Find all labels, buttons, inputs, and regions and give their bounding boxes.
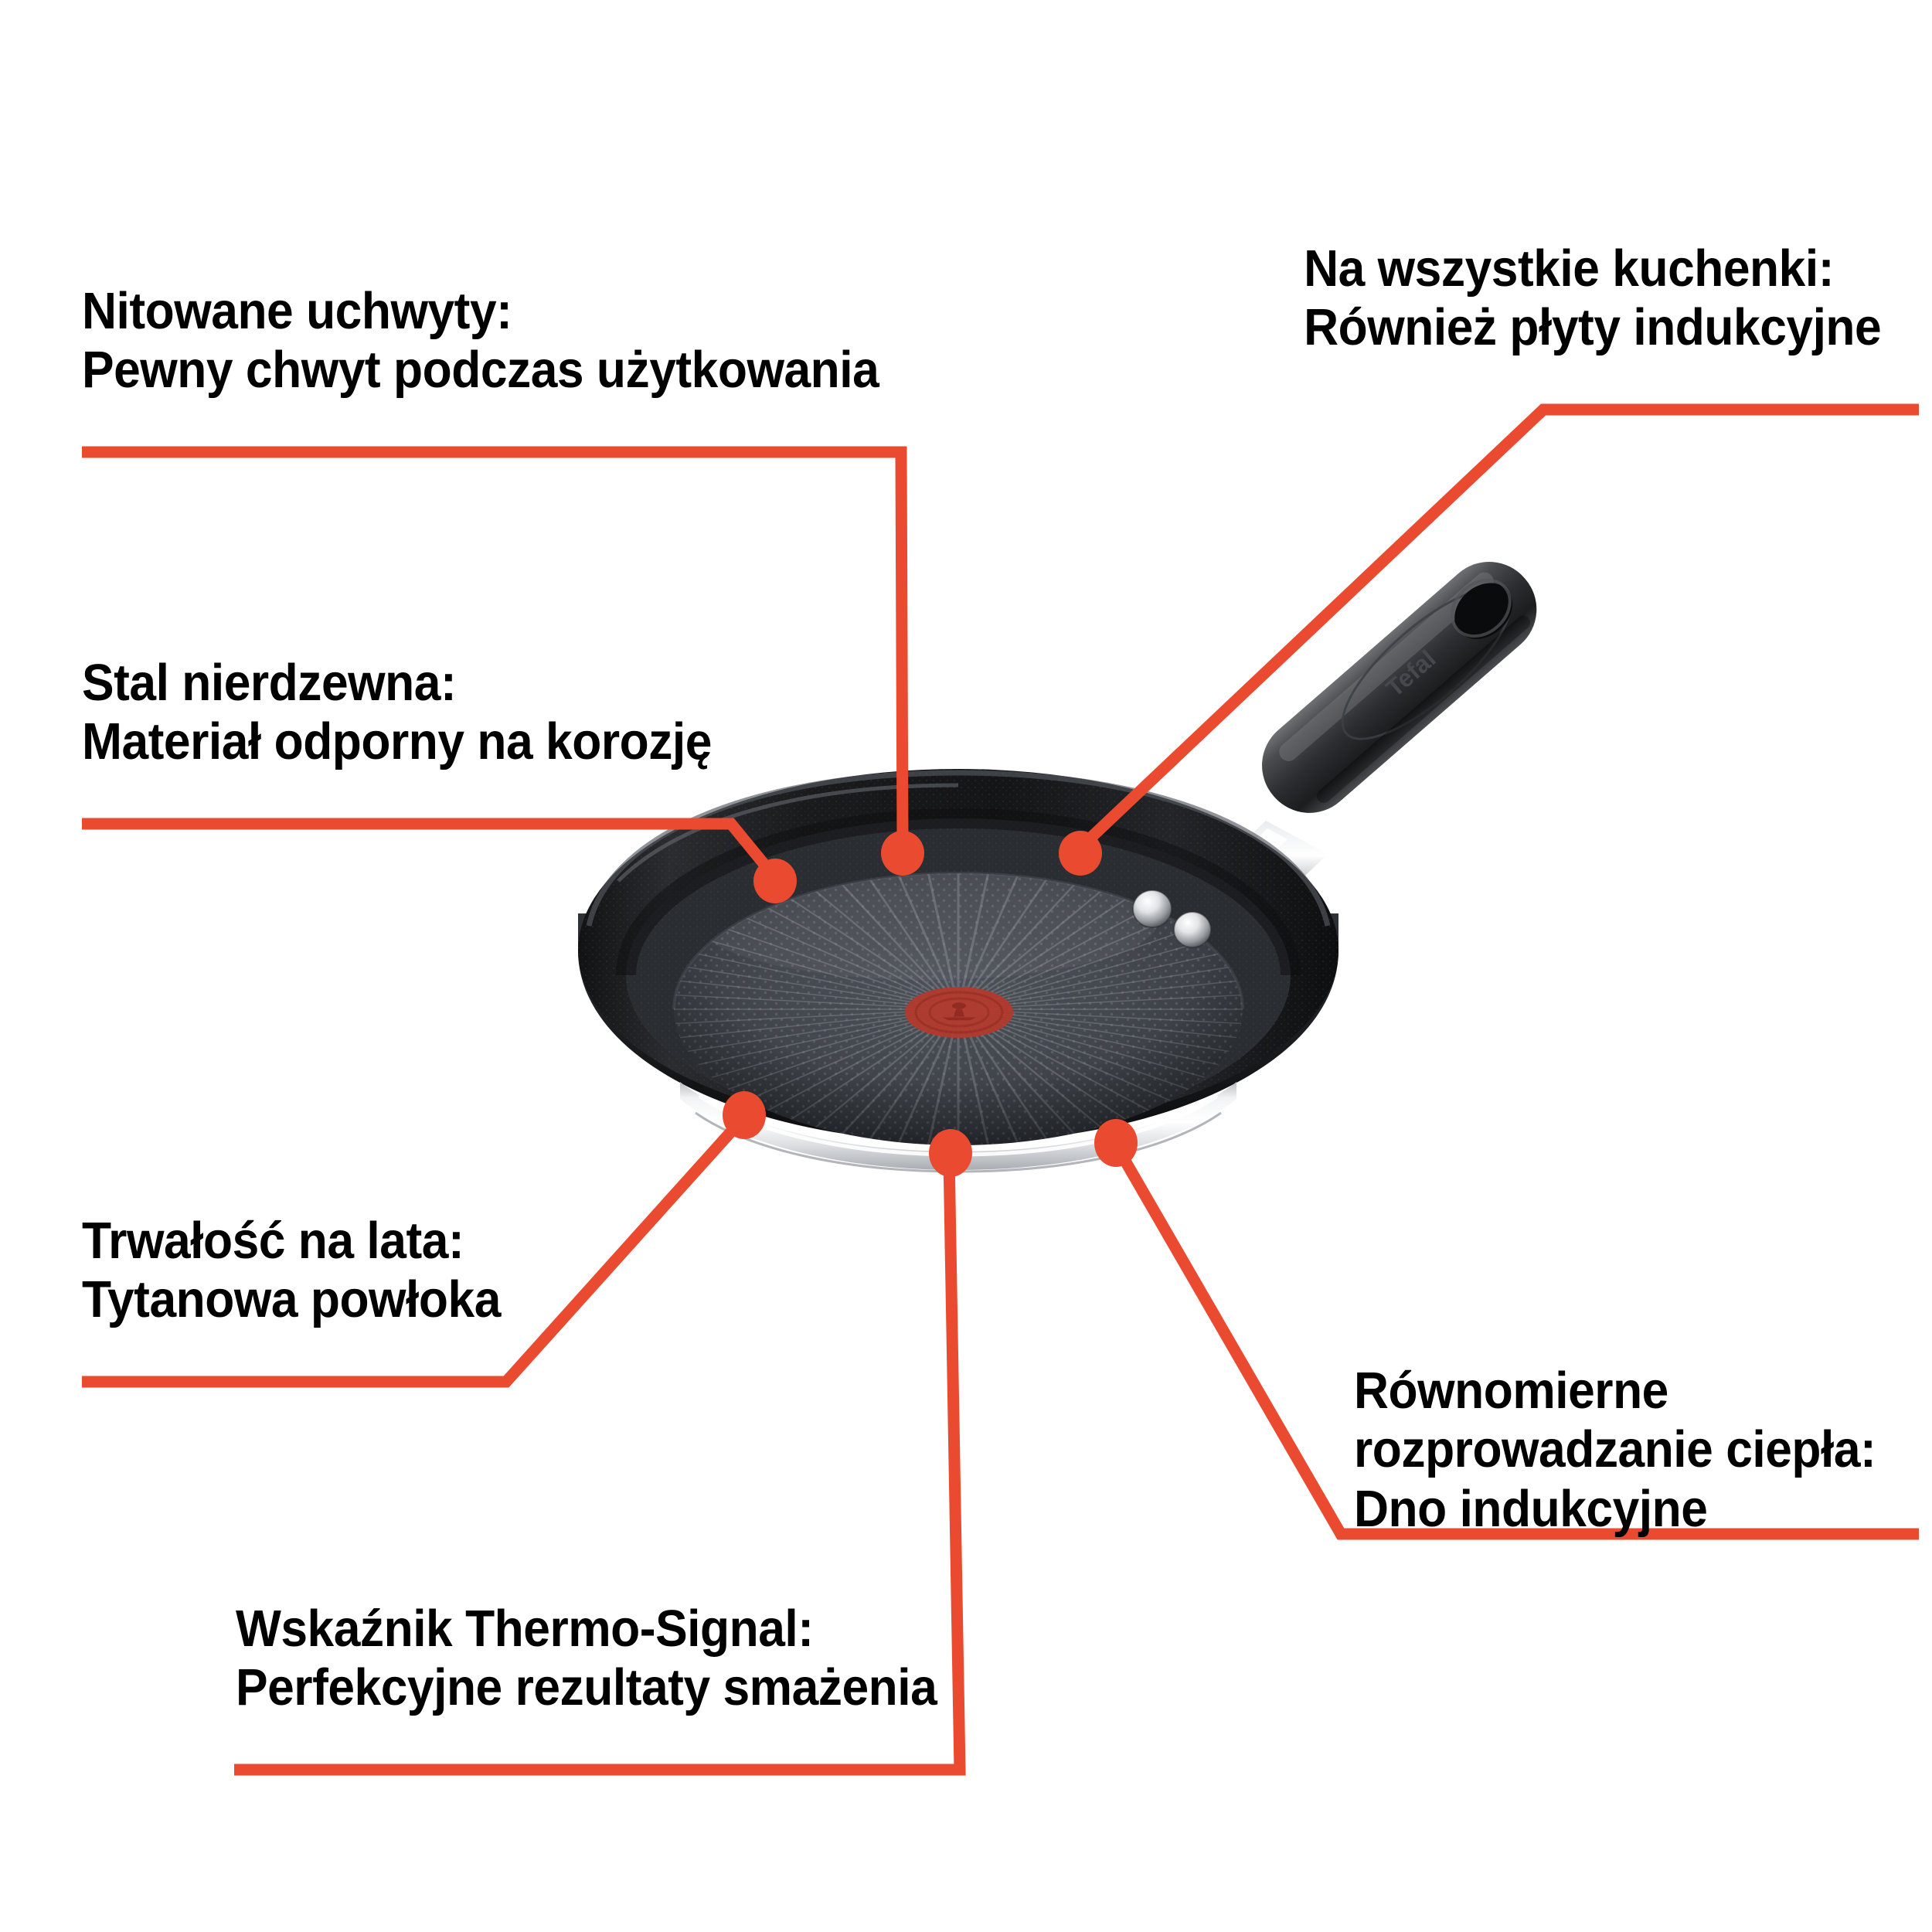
callout-heading-even-heat-line2: rozprowadzanie ciepła: [1354,1420,1876,1479]
callout-label-all-hobs: Na wszystkie kuchenki: Również płyty ind… [1304,240,1882,358]
pan-rivets [1132,889,1212,948]
callout-body-durability: Tytanowa powłoka [82,1270,501,1329]
callout-body-all-hobs: Również płyty indukcyjne [1304,298,1882,357]
pan-handle: Tefal [1262,561,1537,813]
callout-label-thermo-signal: Wskaźnik Thermo-Signal: Perfekcyjne rezu… [236,1600,937,1718]
callout-body-riveted-handles: Pewny chwyt podczas użytkowania [82,341,879,400]
callout-label-durability: Trwałość na lata: Tytanowa powłoka [82,1212,501,1330]
callout-body-thermo-signal: Perfekcyjne rezultaty smażenia [236,1658,937,1717]
callout-heading-riveted-handles: Nitowane uchwyty: [82,282,512,340]
callout-heading-durability: Trwałość na lata: [82,1212,464,1270]
pan-body [578,769,1338,1173]
callout-heading-stainless-steel: Stal nierdzewna: [82,654,457,712]
callout-heading-even-heat-line1: Równomierne [1354,1362,1668,1420]
callout-label-riveted-handles: Nitowane uchwyty: Pewny chwyt podczas uż… [82,282,879,400]
callout-heading-all-hobs: Na wszystkie kuchenki: [1304,240,1834,298]
callout-body-even-heat: Dno indukcyjne [1354,1479,1708,1538]
callout-label-even-heat: Równomierne rozprowadzanie ciepła: Dno i… [1354,1362,1876,1539]
thermo-signal-indicator [905,987,1013,1038]
callout-body-stainless-steel: Materiał odporny na korozję [82,713,712,771]
callout-label-stainless-steel: Stal nierdzewna: Materiał odporny na kor… [82,654,712,772]
callout-heading-thermo-signal: Wskaźnik Thermo-Signal: [236,1600,814,1658]
pan-cooking-surface [674,873,1243,1145]
